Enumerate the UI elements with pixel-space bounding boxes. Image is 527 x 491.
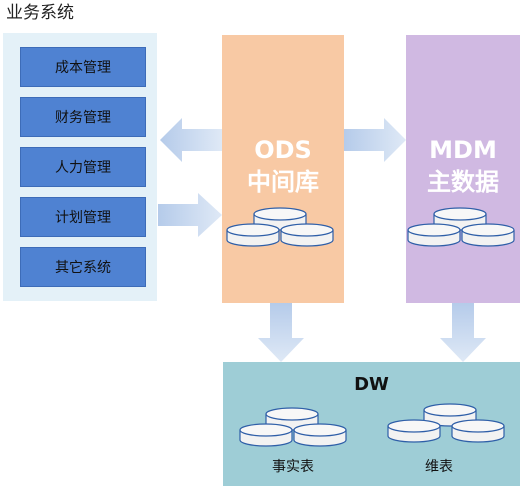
system-item-cost: 成本管理	[20, 47, 146, 87]
mdm-column: MDM 主数据	[406, 35, 520, 303]
system-item-finance: 财务管理	[20, 97, 146, 137]
business-systems-title: 业务系统	[6, 3, 74, 23]
fact-table-label: 事实表	[272, 459, 314, 475]
mdm-title: MDM	[429, 136, 497, 164]
system-item-other: 其它系统	[20, 247, 146, 287]
arrow-down-icon	[258, 303, 304, 362]
dw-panel: DW 事实表 维表	[223, 362, 520, 486]
business-systems-panel: 成本管理 财务管理 人力管理 计划管理 其它系统	[3, 33, 157, 301]
arrow-right-icon	[344, 118, 406, 162]
arrow-down-icon	[440, 303, 486, 362]
mdm-subtitle: 主数据	[427, 168, 499, 196]
ods-title: ODS	[254, 136, 312, 164]
system-item-plan: 计划管理	[20, 197, 146, 237]
dimension-table-label: 维表	[425, 459, 453, 475]
ods-subtitle: 中间库	[247, 168, 319, 196]
ods-column: ODS 中间库	[222, 35, 344, 303]
dw-title: DW	[354, 374, 389, 395]
system-item-hr: 人力管理	[20, 147, 146, 187]
arrow-left-icon	[160, 118, 222, 162]
arrow-right-icon	[158, 193, 222, 237]
